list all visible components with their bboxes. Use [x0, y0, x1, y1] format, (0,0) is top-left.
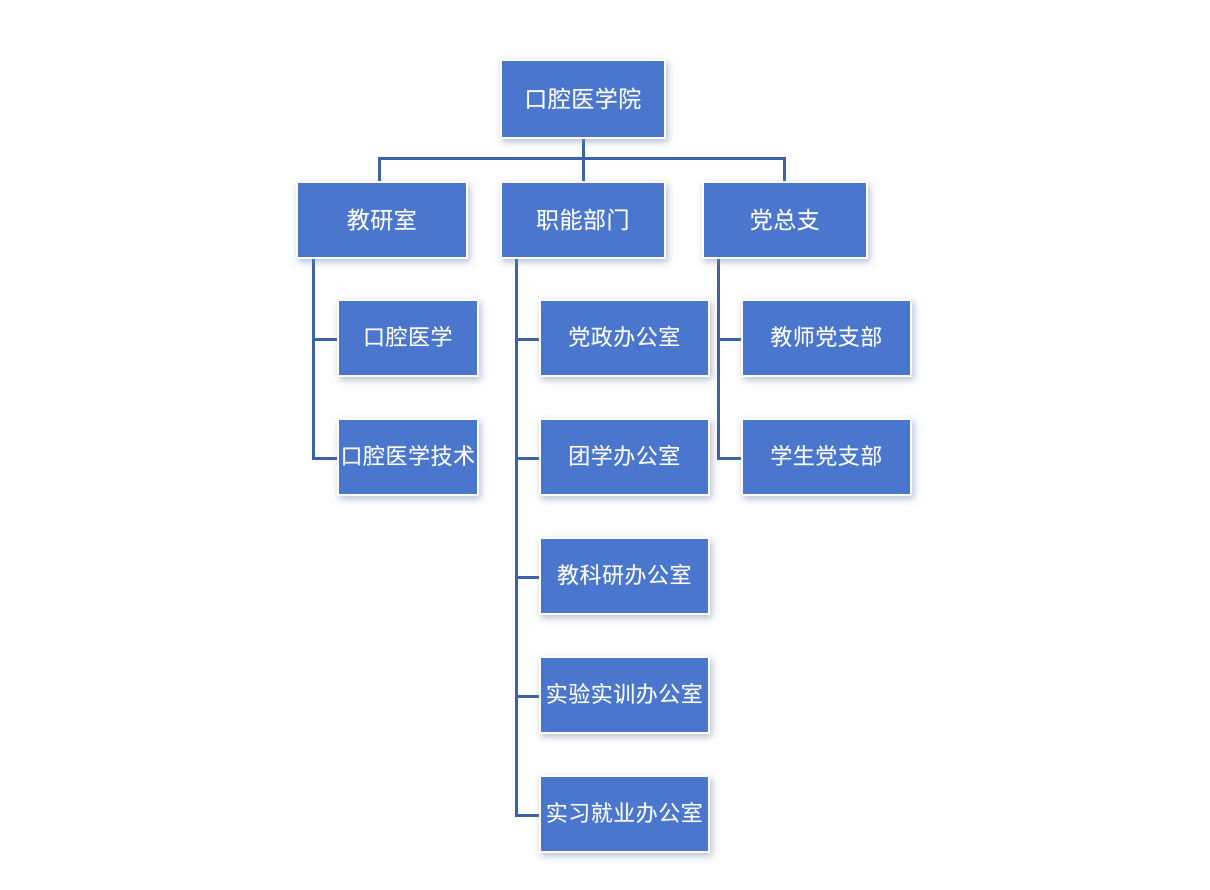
node-root[interactable]: 口腔医学院 [500, 59, 666, 139]
node-branch-functional-departments-label: 职能部门 [536, 206, 630, 233]
node-laboratory-training-office-label: 实验实训办公室 [545, 682, 704, 707]
node-student-party-branch-label: 学生党支部 [770, 444, 883, 469]
connector-stub-branch-2-child-3 [515, 576, 539, 579]
node-branch-functional-departments[interactable]: 职能部门 [500, 181, 666, 259]
connector-stub-branch-3-child-1 [717, 338, 741, 341]
connector-stub-branch-1-child-1 [312, 338, 337, 341]
node-branch-teaching-research[interactable]: 教研室 [296, 181, 468, 259]
node-student-party-branch[interactable]: 学生党支部 [741, 418, 912, 496]
node-internship-employment-office-label: 实习就业办公室 [545, 801, 704, 826]
node-party-admin-office[interactable]: 党政办公室 [539, 299, 710, 377]
connector-stub-branch-2-child-4 [515, 695, 539, 698]
node-teaching-research-office[interactable]: 教科研办公室 [539, 537, 710, 615]
connector-stub-branch-2-child-5 [515, 814, 539, 817]
node-laboratory-training-office[interactable]: 实验实训办公室 [539, 656, 710, 734]
node-youth-league-student-office[interactable]: 团学办公室 [539, 418, 710, 496]
connector-stub-branch-2-child-1 [515, 338, 539, 341]
connector-drop-branch-1 [378, 157, 381, 182]
node-teaching-research-office-label: 教科研办公室 [556, 563, 692, 588]
node-party-admin-office-label: 党政办公室 [568, 325, 681, 350]
node-branch-party-committee[interactable]: 党总支 [702, 181, 868, 259]
node-branch-party-committee-label: 党总支 [749, 206, 821, 233]
connector-stub-branch-1-child-2 [312, 457, 337, 460]
node-stomatology-technology[interactable]: 口腔医学技术 [337, 418, 479, 496]
connector-stub-branch-3-child-2 [717, 457, 741, 460]
node-teacher-party-branch-label: 教师党支部 [770, 325, 883, 350]
node-youth-league-student-office-label: 团学办公室 [568, 444, 681, 469]
connector-spine-branch-2 [515, 259, 518, 815]
connector-root-stem [582, 139, 585, 159]
node-stomatology[interactable]: 口腔医学 [337, 299, 479, 377]
connector-spine-branch-1 [312, 259, 315, 459]
node-branch-teaching-research-label: 教研室 [346, 206, 418, 233]
node-root-label: 口腔医学院 [524, 85, 642, 112]
node-stomatology-label: 口腔医学 [362, 325, 453, 350]
connector-drop-branch-2 [582, 157, 585, 182]
connector-spine-branch-3 [717, 259, 720, 459]
connector-drop-branch-3 [783, 157, 786, 182]
connector-stub-branch-2-child-2 [515, 457, 539, 460]
node-teacher-party-branch[interactable]: 教师党支部 [741, 299, 912, 377]
node-internship-employment-office[interactable]: 实习就业办公室 [539, 775, 710, 853]
node-stomatology-technology-label: 口腔医学技术 [340, 444, 476, 469]
